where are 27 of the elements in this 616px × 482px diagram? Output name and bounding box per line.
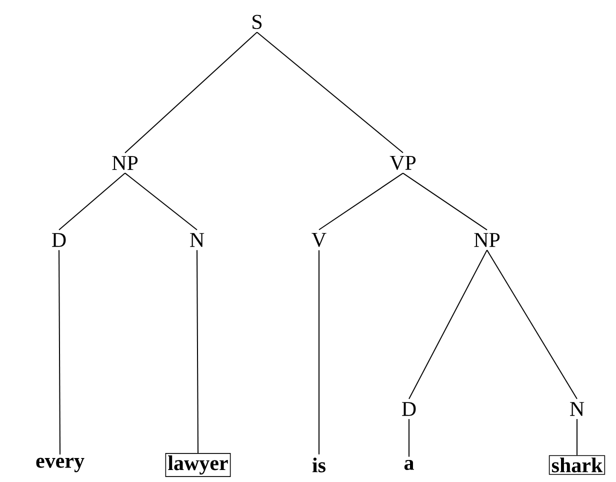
category-label: V <box>312 232 326 248</box>
tree-branch <box>256 32 404 154</box>
category-label: N <box>570 402 584 416</box>
category-label: S <box>252 14 262 30</box>
boxed-word: lawyer <box>165 453 231 477</box>
category-label: D <box>52 233 66 247</box>
tree-branch <box>124 172 198 230</box>
word-label: a <box>404 460 414 470</box>
category-label: VP <box>390 156 416 170</box>
tree-branch <box>408 250 488 400</box>
tree-branch <box>124 32 258 154</box>
tree-branch <box>318 250 320 455</box>
tree-branch <box>486 250 578 400</box>
word-label: every <box>36 458 84 472</box>
boxed-word: shark <box>548 455 606 475</box>
tree-branch <box>402 172 488 230</box>
tree-branch <box>196 250 198 454</box>
tree-branch <box>58 250 60 456</box>
category-label: D <box>402 402 416 416</box>
category-label: NP <box>474 233 500 247</box>
tree-branch <box>408 418 410 458</box>
category-label: NP <box>112 156 138 170</box>
category-label: N <box>190 233 204 247</box>
tree-branch <box>318 172 404 230</box>
word-label: is <box>312 458 326 472</box>
tree-branch <box>576 418 578 456</box>
tree-branch <box>58 172 126 230</box>
